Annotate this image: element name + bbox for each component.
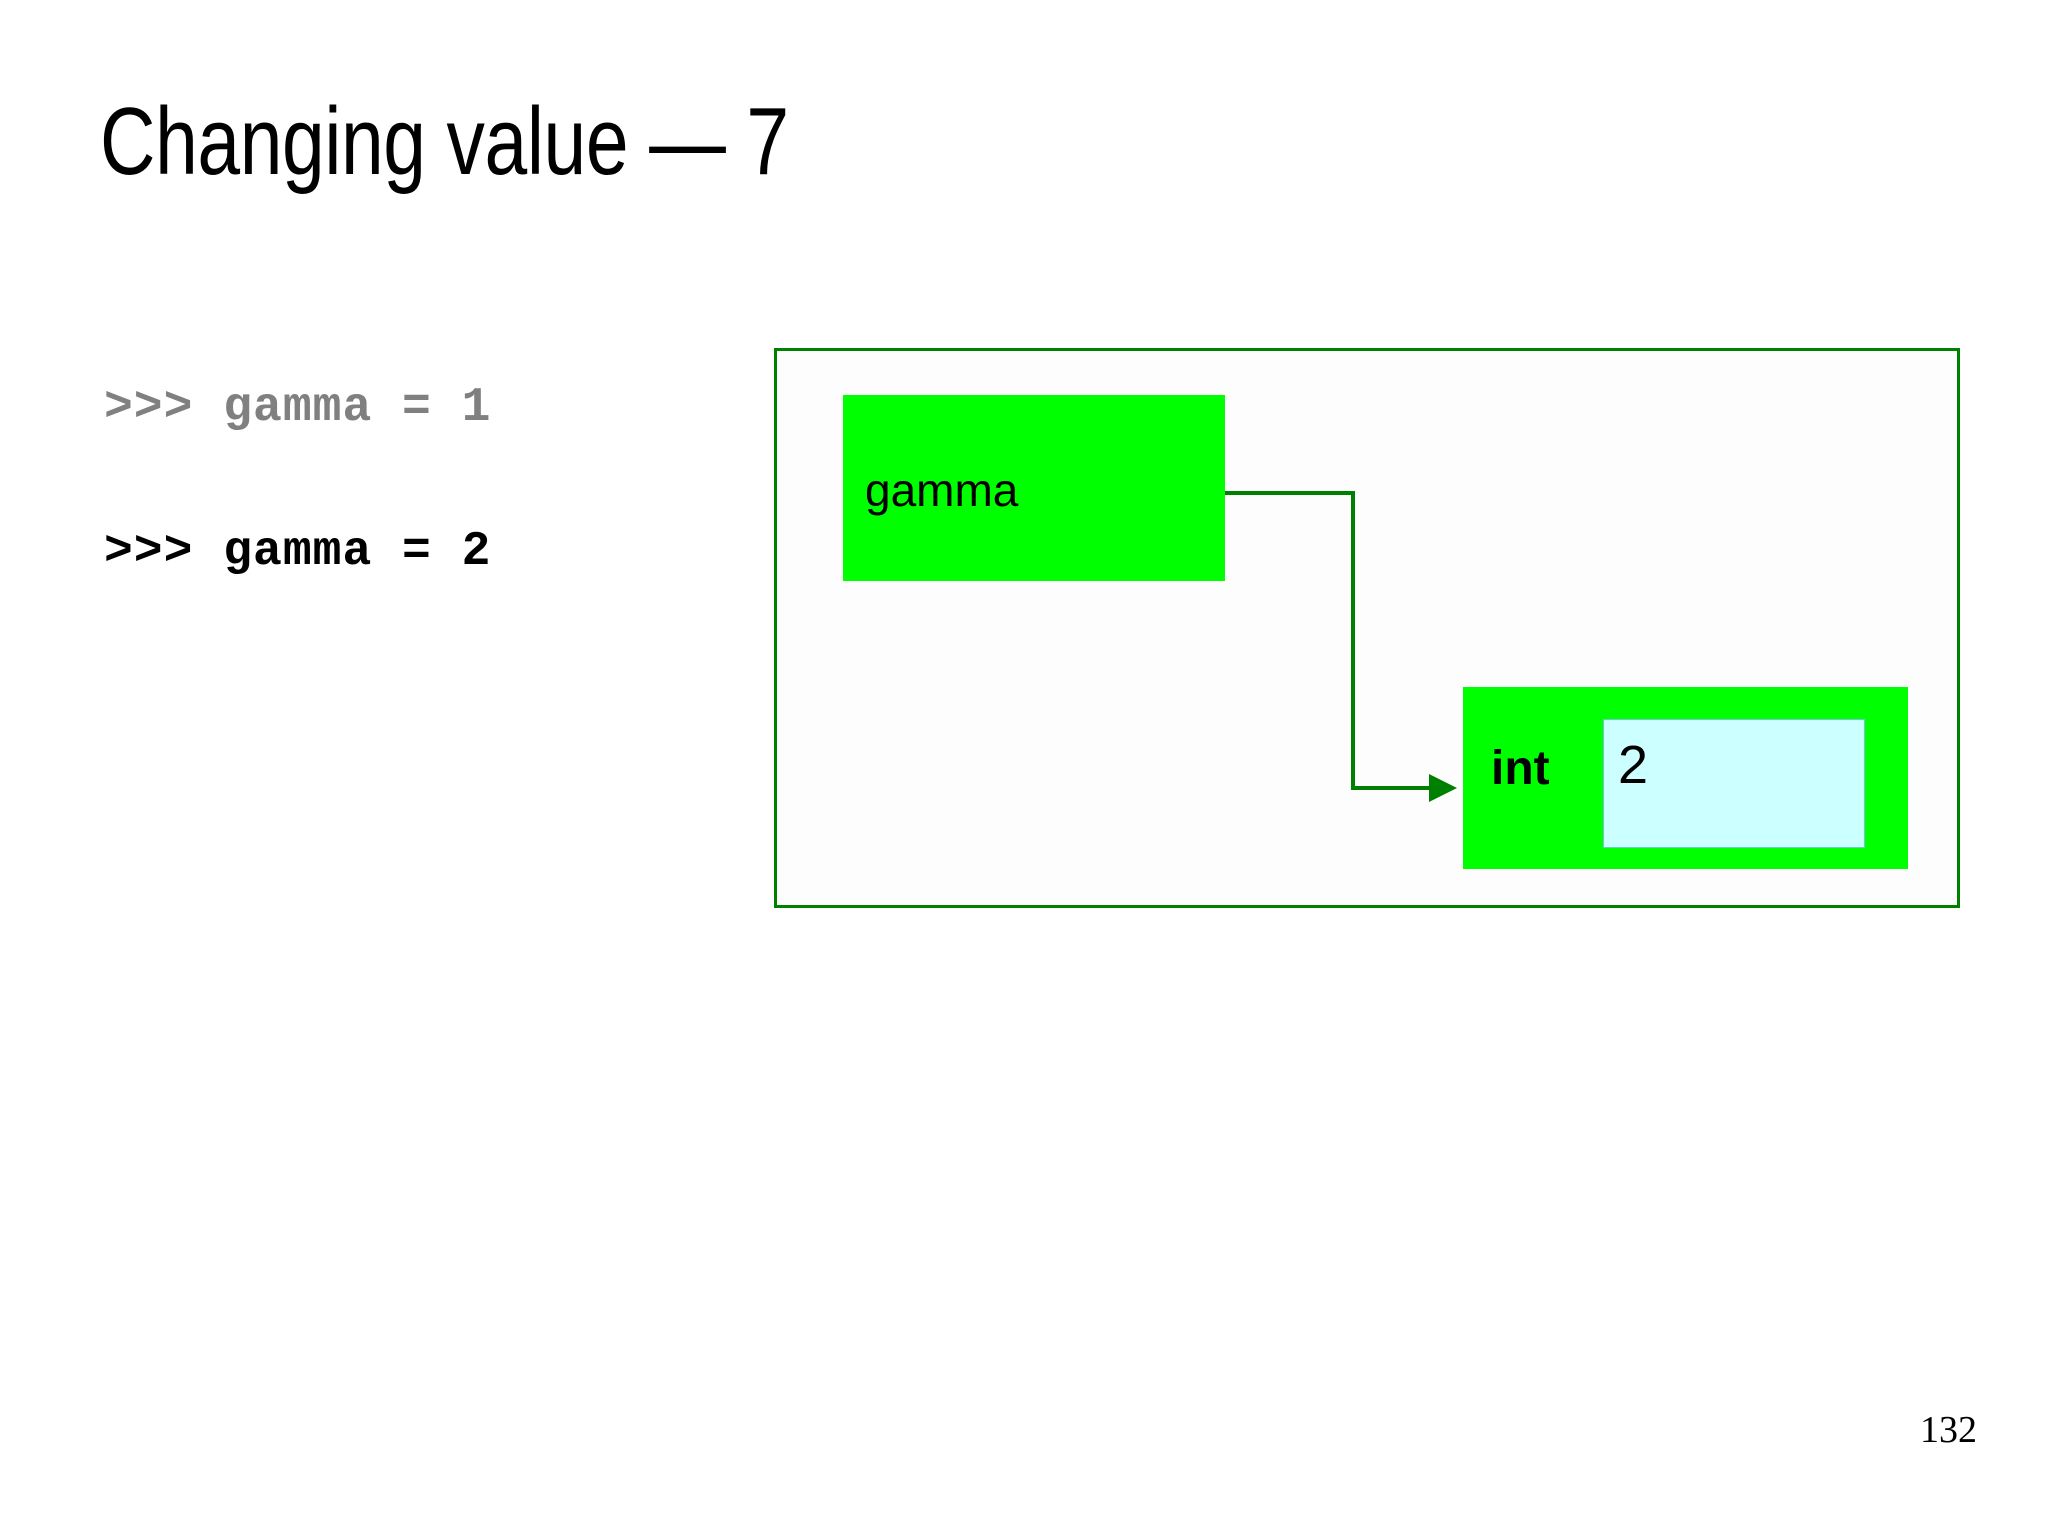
code-block: >>> gamma = 1 >>> gamma = 2 (104, 384, 724, 576)
object-value-label: 2 (1618, 735, 1649, 795)
page-number: 132 (1920, 1409, 1977, 1451)
object-value-slot: 2 (1603, 719, 1865, 848)
code-line-current: >>> gamma = 2 (104, 525, 492, 579)
code-line-previous: >>> gamma = 1 (104, 381, 492, 435)
namespace-box-gamma: gamma (843, 395, 1225, 581)
memory-diagram-frame: gamma int 2 (774, 348, 1960, 908)
object-box-int: int 2 (1463, 687, 1908, 869)
page-title: Changing value — 7 (100, 88, 789, 195)
variable-name-label: gamma (865, 464, 1019, 516)
object-type-label: int (1491, 742, 1550, 795)
